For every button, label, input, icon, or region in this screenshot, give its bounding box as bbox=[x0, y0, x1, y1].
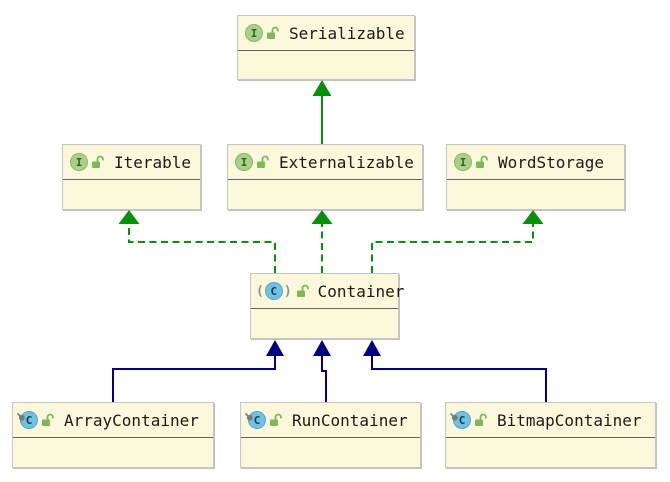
interface-icon: I bbox=[235, 153, 253, 171]
final-class-icon: C bbox=[244, 411, 266, 429]
node-title: I WordStorage bbox=[447, 145, 624, 180]
unlocked-icon bbox=[475, 155, 489, 169]
pin-icon bbox=[16, 407, 26, 426]
node-body bbox=[251, 309, 398, 338]
edge-arraycontainer-extends-container[interactable] bbox=[112, 340, 284, 402]
class-node-externalizable[interactable]: I Externalizable bbox=[227, 144, 423, 210]
node-label: ArrayContainer bbox=[64, 410, 199, 430]
edge-container-implements-iterable[interactable] bbox=[118, 210, 276, 273]
arrowhead bbox=[312, 80, 332, 96]
node-label: Serializable bbox=[289, 23, 405, 43]
edge-externalizable-extends-serializable[interactable] bbox=[312, 80, 332, 144]
class-node-serializable[interactable]: I Serializable bbox=[237, 15, 415, 80]
node-title: I Serializable bbox=[238, 16, 414, 51]
node-body bbox=[446, 438, 655, 467]
node-label: Externalizable bbox=[279, 152, 414, 172]
arrowhead bbox=[118, 210, 140, 224]
node-label: BitmapContainer bbox=[497, 410, 642, 430]
unlocked-icon bbox=[269, 413, 283, 427]
unlocked-icon bbox=[266, 26, 280, 40]
class-node-runcontainer[interactable]: C RunContainer bbox=[240, 402, 421, 468]
node-label: RunContainer bbox=[292, 410, 408, 430]
arrowhead bbox=[311, 210, 333, 224]
final-class-icon: C bbox=[449, 411, 471, 429]
arrowhead bbox=[363, 340, 381, 356]
interface-icon: I bbox=[245, 24, 263, 42]
unlocked-icon bbox=[91, 155, 105, 169]
class-node-wordstorage[interactable]: I WordStorage bbox=[446, 144, 625, 210]
node-title: C RunContainer bbox=[241, 403, 420, 438]
node-body bbox=[13, 438, 213, 467]
edge-container-implements-externalizable[interactable] bbox=[311, 210, 333, 273]
interface-icon: I bbox=[70, 153, 88, 171]
node-label: Iterable bbox=[114, 152, 192, 172]
node-title: I Externalizable bbox=[228, 145, 422, 180]
node-label: WordStorage bbox=[498, 152, 604, 172]
class-node-iterable[interactable]: I Iterable bbox=[62, 144, 201, 210]
unlocked-icon bbox=[41, 413, 55, 427]
node-body bbox=[63, 180, 200, 209]
interface-icon: I bbox=[454, 153, 472, 171]
node-body bbox=[447, 180, 624, 209]
node-body bbox=[228, 180, 422, 209]
final-class-icon: C bbox=[16, 411, 38, 429]
class-node-arraycontainer[interactable]: C ArrayContainer bbox=[12, 402, 214, 468]
class-node-bitmapcontainer[interactable]: C BitmapContainer bbox=[445, 402, 656, 468]
arrowhead bbox=[266, 340, 284, 356]
node-body bbox=[238, 51, 414, 79]
node-title: C BitmapContainer bbox=[446, 403, 655, 438]
node-title: I Iterable bbox=[63, 145, 200, 180]
pin-icon bbox=[449, 407, 459, 426]
node-title: C ArrayContainer bbox=[13, 403, 213, 438]
node-label: Container bbox=[317, 281, 405, 301]
unlocked-icon bbox=[256, 155, 270, 169]
node-title: (C) Container bbox=[251, 274, 404, 309]
edge-runcontainer-extends-container[interactable] bbox=[313, 340, 331, 402]
pin-icon bbox=[244, 407, 254, 426]
class-node-container[interactable]: (C) Container bbox=[250, 273, 404, 339]
edge-container-implements-wordstorage[interactable] bbox=[371, 210, 544, 273]
arrowhead bbox=[522, 210, 544, 224]
edge-bitmapcontainer-extends-container[interactable] bbox=[363, 340, 547, 402]
node-body bbox=[241, 438, 420, 467]
unlocked-icon bbox=[474, 413, 488, 427]
unlocked-icon bbox=[296, 284, 310, 298]
abstract-class-icon: (C) bbox=[256, 282, 292, 300]
arrowhead bbox=[313, 340, 331, 356]
